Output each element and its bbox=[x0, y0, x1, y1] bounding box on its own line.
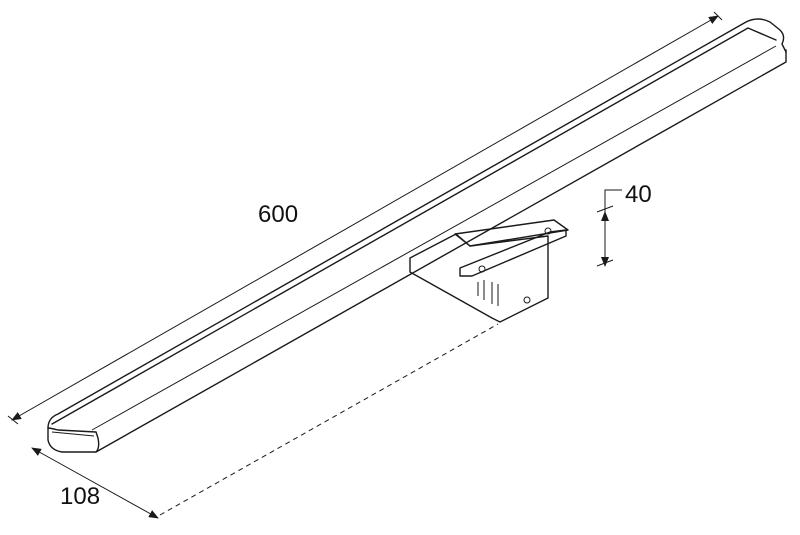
dimension-length-label: 600 bbox=[258, 201, 298, 228]
light-bar-end-cap bbox=[47, 427, 100, 453]
dimension-height-leader bbox=[604, 189, 622, 212]
extension-tick-right bbox=[713, 11, 723, 21]
light-bar-diffuser-edge bbox=[51, 27, 777, 425]
projection-line bbox=[159, 323, 499, 516]
bracket-body bbox=[409, 233, 549, 323]
dimension-depth-line bbox=[31, 447, 159, 519]
dimension-height-tick-bottom bbox=[596, 259, 614, 267]
dimension-height: 40 bbox=[596, 181, 652, 267]
bracket-slot bbox=[477, 280, 499, 306]
dimension-height-label: 40 bbox=[625, 181, 652, 208]
dimension-depth-label: 108 bbox=[60, 483, 100, 510]
dimension-length: 600 bbox=[7, 11, 723, 425]
mounting-bracket bbox=[409, 219, 569, 323]
light-bar-groove bbox=[91, 45, 777, 431]
light-bar bbox=[47, 18, 787, 453]
light-bar-bottom-edge bbox=[95, 49, 787, 453]
bracket-screw-hole-3 bbox=[523, 296, 531, 304]
extension-tick-left bbox=[7, 415, 19, 425]
dimension-length-line bbox=[11, 15, 719, 421]
light-bar-end-cap-inner bbox=[51, 431, 95, 437]
light-bar-top-face bbox=[47, 18, 787, 429]
dimension-depth: 108 bbox=[31, 447, 159, 519]
